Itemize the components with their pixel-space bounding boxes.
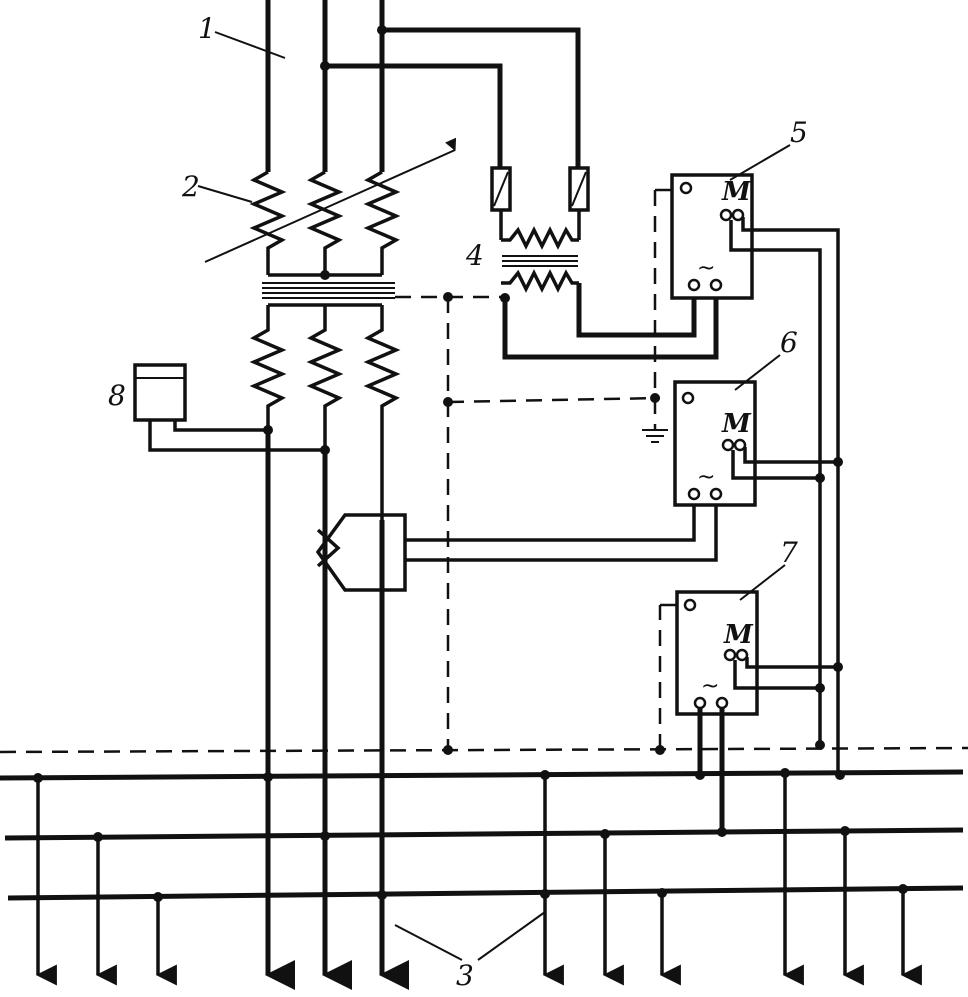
label-1: 1 [198, 12, 216, 45]
meter-6-symbol: M [721, 409, 752, 439]
label-4: 4 [465, 239, 484, 272]
meter-5 [670, 173, 754, 300]
label-8: 8 [108, 379, 126, 412]
label-2: 2 [181, 170, 200, 203]
busbar-label-leaders [394, 911, 546, 961]
meter-7 [675, 590, 759, 716]
junction-nodes [33, 25, 908, 902]
busbars [0, 769, 964, 901]
transformer-secondary-windings [249, 303, 401, 520]
transformer-core [262, 282, 395, 299]
meter-6-ac-symbol: ~ [697, 465, 715, 490]
meter-7-symbol: M [723, 620, 754, 650]
current-transformer [315, 505, 718, 592]
meter-8 [133, 363, 325, 452]
outgoing-feeders [35, 773, 922, 986]
meter-voltage-wires [697, 217, 840, 832]
regulation-arrow [204, 137, 457, 263]
meter-label-leaders [729, 144, 791, 601]
meter-5-ac-symbol: ~ [697, 256, 715, 281]
meter-5-symbol: M [721, 177, 752, 207]
label-5: 5 [790, 116, 808, 149]
meter-6 [673, 380, 757, 507]
label-6: 6 [780, 326, 798, 359]
label-3: 3 [456, 959, 474, 992]
meter-7-ac-symbol: ~ [701, 674, 719, 699]
voltage-transformer [325, 27, 719, 360]
label-7: 7 [780, 536, 798, 569]
incoming-line [214, 0, 385, 172]
